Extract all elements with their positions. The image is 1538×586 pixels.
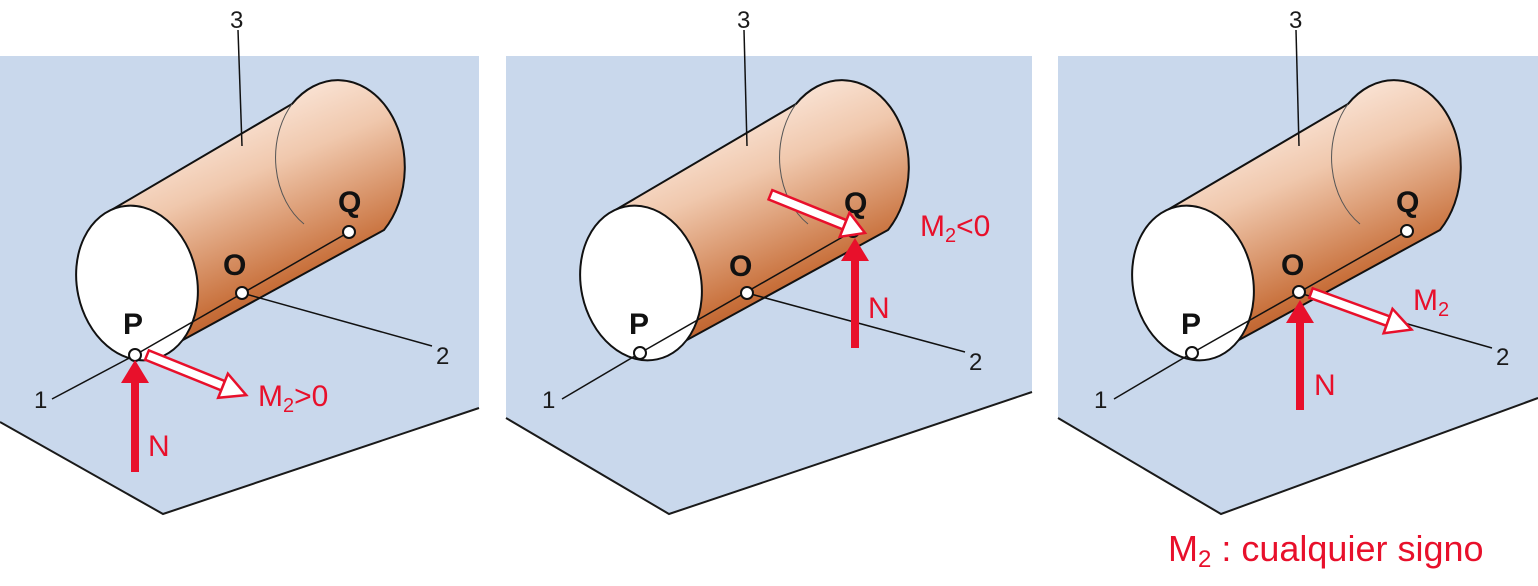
point-p-marker — [1185, 346, 1199, 360]
axis-3-line — [237, 29, 243, 147]
point-q-label: Q — [338, 186, 361, 219]
moment-label: M2<0 — [920, 210, 990, 247]
moment-label: M2 — [1413, 284, 1449, 321]
caption-subscript: 2 — [1198, 546, 1212, 573]
point-p-marker — [633, 346, 647, 360]
caption: M2 : cualquier signo — [1168, 528, 1484, 574]
point-o-label: O — [223, 249, 246, 282]
moment-arrow — [143, 348, 249, 400]
moment-label: M2>0 — [258, 380, 328, 417]
axis-2-label: 2 — [436, 343, 449, 370]
point-p-marker — [128, 348, 142, 362]
axis-2-line — [241, 292, 433, 347]
normal-force-label: N — [868, 292, 890, 325]
cylinder-back-rim — [275, 103, 305, 225]
axis-1-label: 1 — [542, 387, 555, 414]
moment-arrow — [766, 188, 868, 239]
plane-edge — [505, 391, 1033, 516]
point-o-marker — [1292, 285, 1306, 299]
normal-force-arrow — [1286, 300, 1314, 410]
cylinder — [75, 79, 406, 362]
axis-1-line — [561, 352, 641, 400]
axis-3-label: 3 — [230, 7, 243, 34]
plane-edge — [1057, 397, 1538, 516]
point-q-label: Q — [1396, 186, 1419, 219]
axis-3-label: 3 — [737, 7, 750, 34]
panel-1: P O Q 1 2 3 N M2>0 — [0, 7, 480, 516]
point-o-marker — [235, 286, 249, 300]
panel-2: P O Q 1 2 3 N M2<0 — [505, 7, 1033, 516]
normal-force-label: N — [148, 430, 170, 463]
point-p-label: P — [629, 308, 649, 341]
normal-force-arrow — [841, 238, 869, 348]
axis-1-line — [51, 354, 136, 400]
axis-3-line — [1295, 29, 1300, 147]
point-p-label: P — [1181, 308, 1201, 341]
cylinder — [579, 79, 910, 362]
axis-1-line — [1113, 352, 1193, 400]
axis-1-label: 1 — [34, 387, 47, 414]
cylinder-back-rim — [779, 103, 809, 225]
cylinder-back-rim — [1331, 103, 1361, 225]
point-o-label: O — [729, 250, 752, 283]
panel-3: P O Q 1 2 3 N M2 — [1057, 7, 1538, 516]
point-o-label: O — [1281, 249, 1304, 282]
point-p-label: P — [123, 308, 143, 341]
caption-symbol: M — [1168, 528, 1198, 569]
cylinder — [1131, 79, 1462, 362]
axis-1-label: 1 — [1094, 387, 1107, 414]
point-q-marker — [1400, 224, 1414, 238]
plane-edge — [0, 407, 480, 516]
axis-3-line — [743, 29, 748, 147]
cylinder-front-face — [579, 204, 703, 362]
axis-3-label: 3 — [1289, 7, 1302, 34]
cylinder-front-face — [1131, 204, 1255, 362]
point-o-marker — [740, 286, 754, 300]
axis-2-label: 2 — [1496, 344, 1509, 371]
caption-text: : cualquier signo — [1211, 528, 1484, 569]
point-q-marker — [342, 225, 356, 239]
normal-force-label: N — [1314, 369, 1336, 402]
normal-force-arrow — [121, 360, 149, 472]
axis-2-label: 2 — [969, 349, 982, 376]
moment-arrow — [1307, 286, 1415, 335]
